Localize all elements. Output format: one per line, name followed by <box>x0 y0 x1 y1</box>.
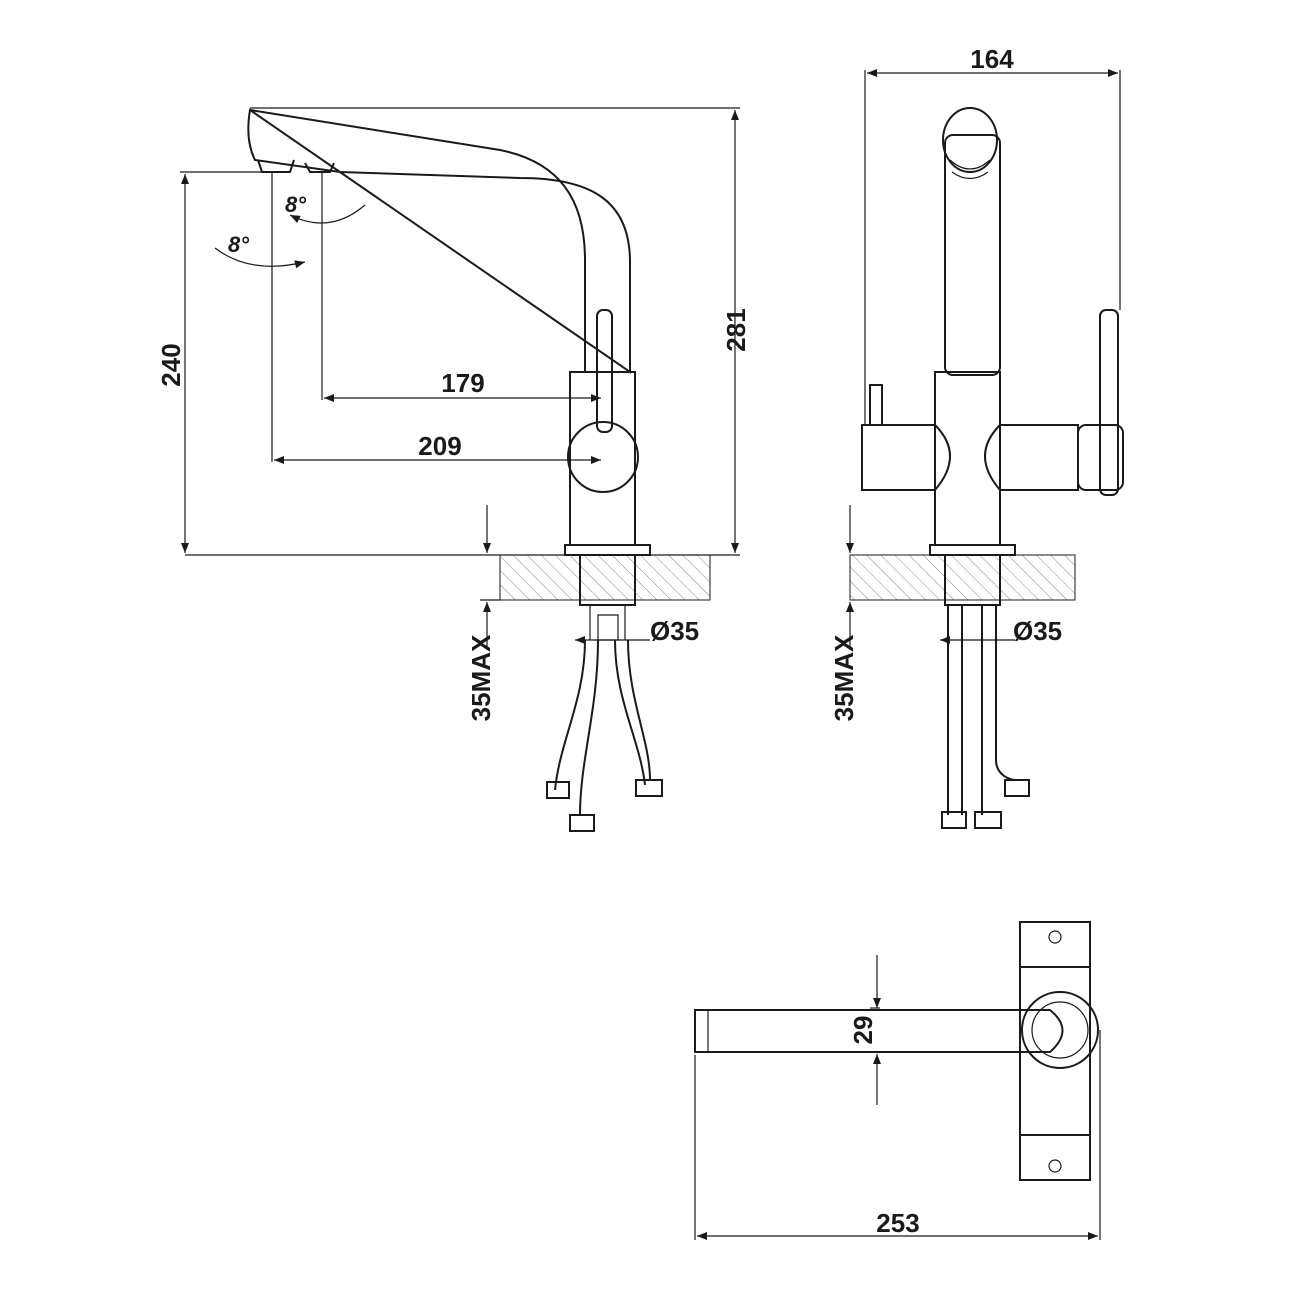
angle-arc <box>289 204 366 224</box>
base-plate <box>929 544 1016 556</box>
hose-nut <box>546 781 570 799</box>
dim-diameter-label: Ø35 <box>650 616 699 646</box>
dim-29-label: 29 <box>848 1016 878 1045</box>
front-view: 164 35MAX Ø35 <box>829 44 1124 829</box>
dim-diameter-label: Ø35 <box>1013 616 1062 646</box>
body-circle <box>1021 991 1099 1069</box>
dim-253-label: 253 <box>876 1208 919 1238</box>
hose-nut <box>569 814 595 832</box>
dim-281-label: 281 <box>721 308 751 351</box>
dim-35max-label: 35MAX <box>829 634 859 721</box>
mount-nut <box>589 605 626 641</box>
angle-arc <box>214 247 306 269</box>
dim-35max-label: 35MAX <box>466 634 496 721</box>
hose-left <box>554 639 599 816</box>
angle-label: 8° <box>228 232 249 257</box>
angle-label: 8° <box>285 192 306 217</box>
hose-nut <box>974 811 1002 829</box>
top-view: 29 253 <box>694 921 1101 1240</box>
dim-179-label: 179 <box>441 368 484 398</box>
hose-nut <box>1004 779 1030 797</box>
body <box>934 371 1001 546</box>
side-view: 281 240 179 209 8° 8° 35MAX Ø35 <box>156 107 751 832</box>
countertop <box>499 554 711 601</box>
base-plate <box>564 544 651 556</box>
dim-209-label: 209 <box>418 431 461 461</box>
hose-nut <box>635 779 663 797</box>
hose-nut <box>941 811 967 829</box>
spout-head <box>942 107 998 173</box>
dim-240-label: 240 <box>156 343 186 386</box>
countertop <box>849 554 1076 601</box>
spout-pillar <box>944 134 1001 376</box>
spout-outline <box>247 108 631 374</box>
handle-lever <box>596 309 613 433</box>
spout-top <box>694 1009 1064 1053</box>
left-lever <box>869 384 883 426</box>
right-handle <box>1099 309 1119 496</box>
left-cylinder <box>861 424 936 491</box>
right-cylinder <box>999 424 1079 491</box>
aerator <box>257 159 335 173</box>
dim-164-label: 164 <box>970 44 1014 74</box>
hose-right <box>614 639 651 786</box>
